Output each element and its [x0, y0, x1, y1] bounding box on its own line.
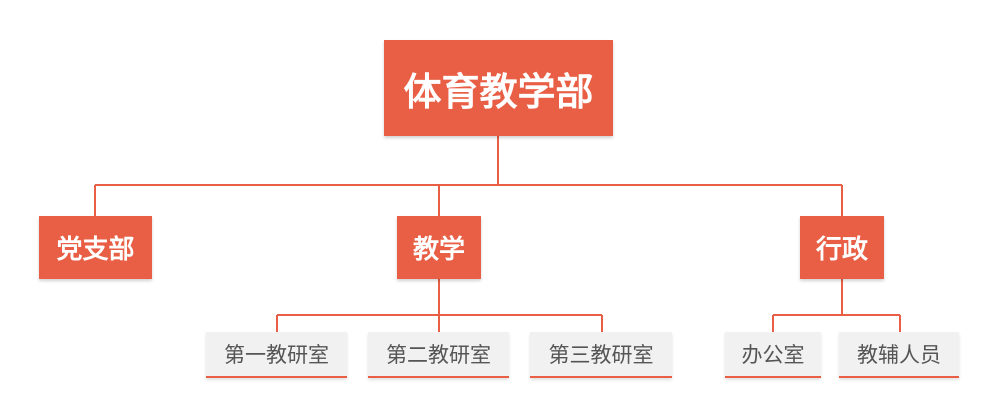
leaf-node-room-2: 第二教研室 [368, 332, 509, 378]
leaf-node-room-3: 第三教研室 [530, 332, 672, 378]
leaf-node-room-1: 第一教研室 [206, 332, 347, 378]
root-node: 体育教学部 [384, 40, 613, 136]
leaf-node-staff: 教辅人员 [839, 332, 959, 378]
leaf-node-label: 第二教研室 [386, 343, 491, 367]
root-node-label: 体育教学部 [403, 69, 594, 114]
dept-node-xingzheng: 行政 [800, 216, 884, 279]
dept-node-label: 行政 [815, 235, 868, 265]
dept-node-label: 教学 [412, 235, 465, 265]
leaf-node-label: 第一教研室 [224, 343, 329, 367]
dept-node-dangzhibu: 党支部 [39, 216, 152, 279]
leaf-node-label: 第三教研室 [548, 343, 654, 367]
dept-node-jiaoxue: 教学 [397, 216, 481, 279]
leaf-node-label: 教辅人员 [857, 343, 941, 367]
leaf-node-office: 办公室 [725, 332, 821, 378]
leaf-node-label: 办公室 [741, 343, 805, 367]
dept-node-label: 党支部 [56, 235, 135, 265]
